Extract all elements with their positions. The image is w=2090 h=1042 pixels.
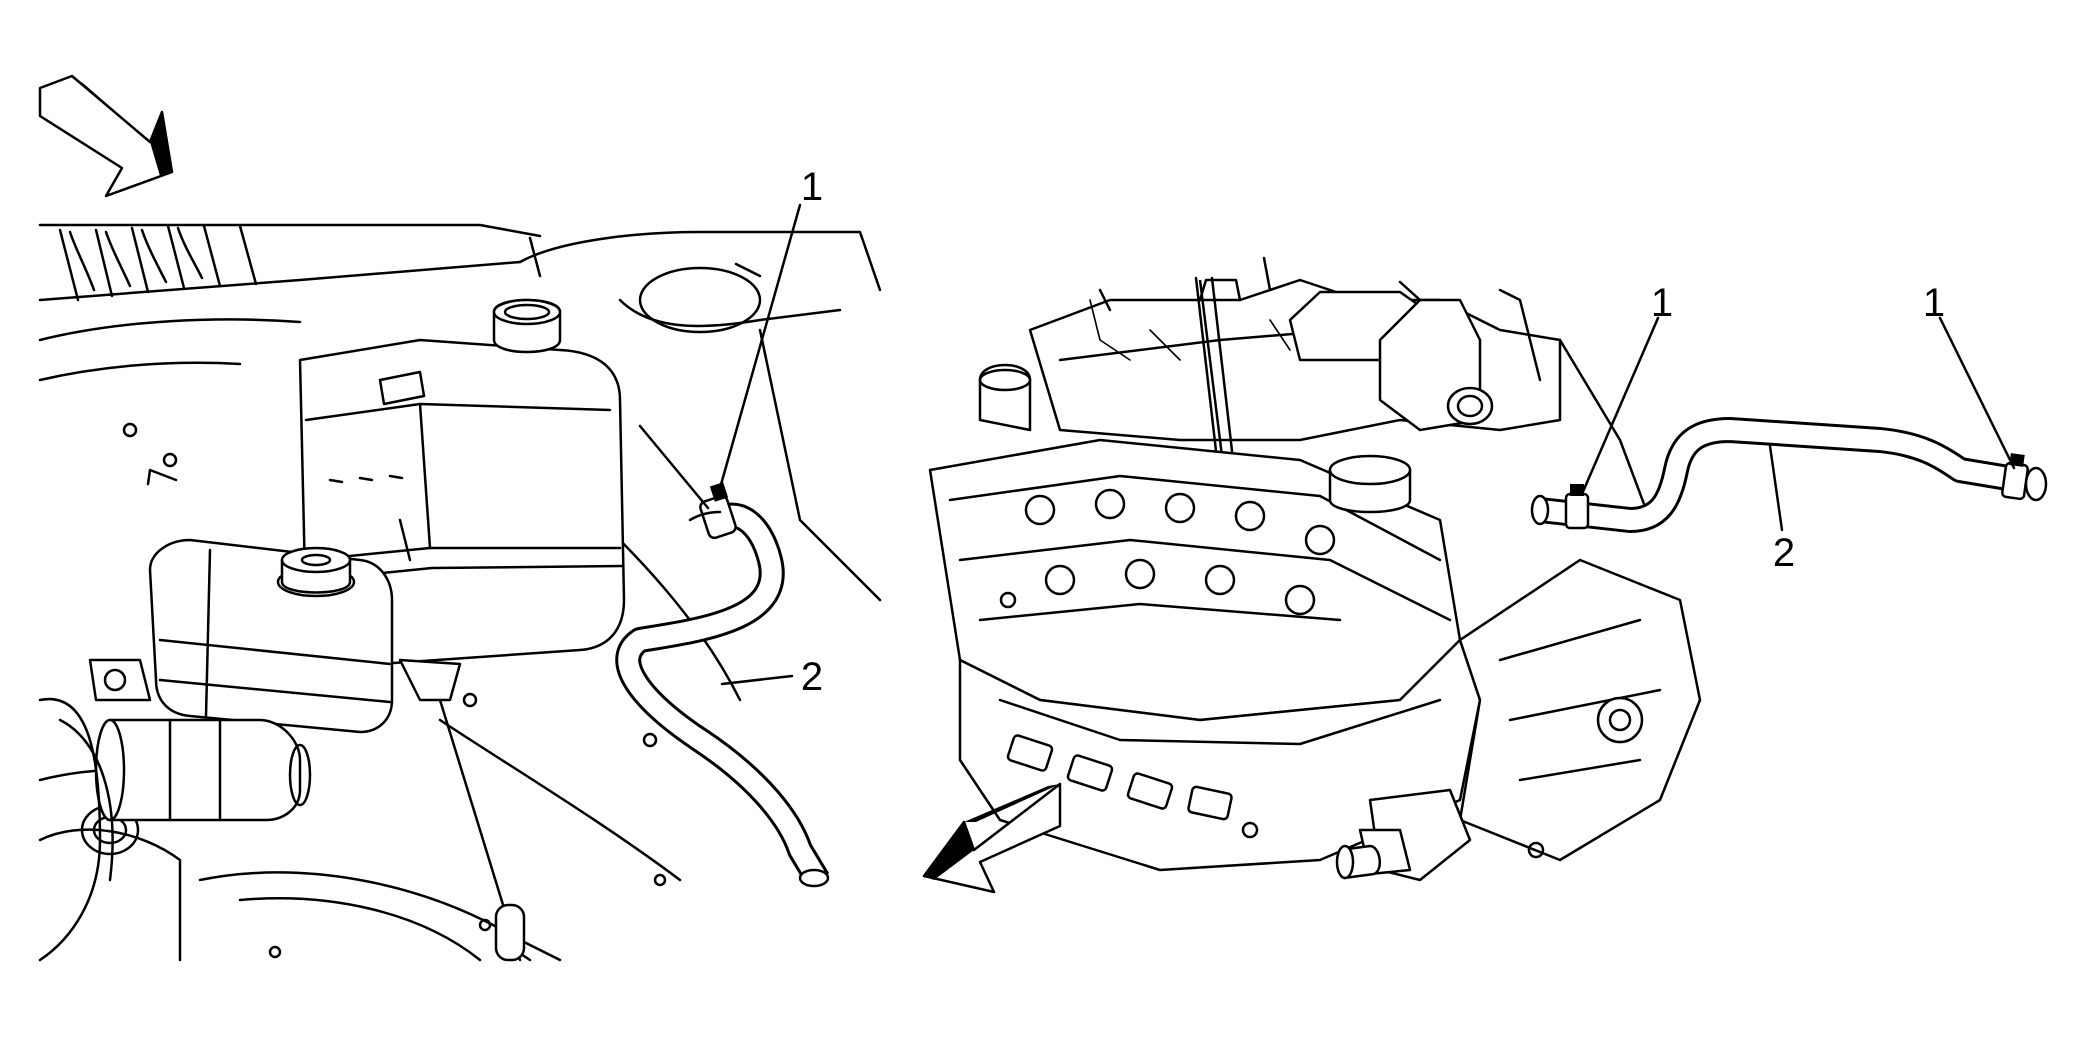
exhaust-ports — [1006, 734, 1233, 821]
left-leader-2 — [720, 674, 794, 686]
hose-clamp-right-a — [1564, 484, 1590, 530]
right-callout-2: 2 — [1773, 531, 1795, 575]
coolant-hose-right — [1530, 417, 2048, 533]
coolant-hose-left — [615, 424, 830, 888]
left-callout-1: 1 — [801, 165, 823, 209]
right-callout-1b: 1 — [1923, 281, 1945, 325]
engine-assembly — [928, 256, 1702, 882]
direction-arrow-icon — [38, 74, 174, 198]
brake-fluid-reservoir — [38, 538, 394, 962]
right-leader-2 — [1768, 444, 1784, 532]
hose-clamp-right-b — [2001, 453, 2048, 502]
left-leader-1 — [718, 203, 802, 490]
right-leader-1a — [1580, 316, 1660, 496]
left-callout-2: 2 — [801, 655, 823, 699]
left-panel — [38, 74, 882, 962]
right-leader-1b — [1938, 316, 2016, 470]
direction-arrow-icon — [922, 782, 1062, 894]
right-panel — [922, 256, 2048, 894]
right-callout-1a: 1 — [1651, 281, 1673, 325]
hose-clamp-left — [688, 482, 737, 540]
spark-plug-bosses — [1024, 488, 1336, 616]
